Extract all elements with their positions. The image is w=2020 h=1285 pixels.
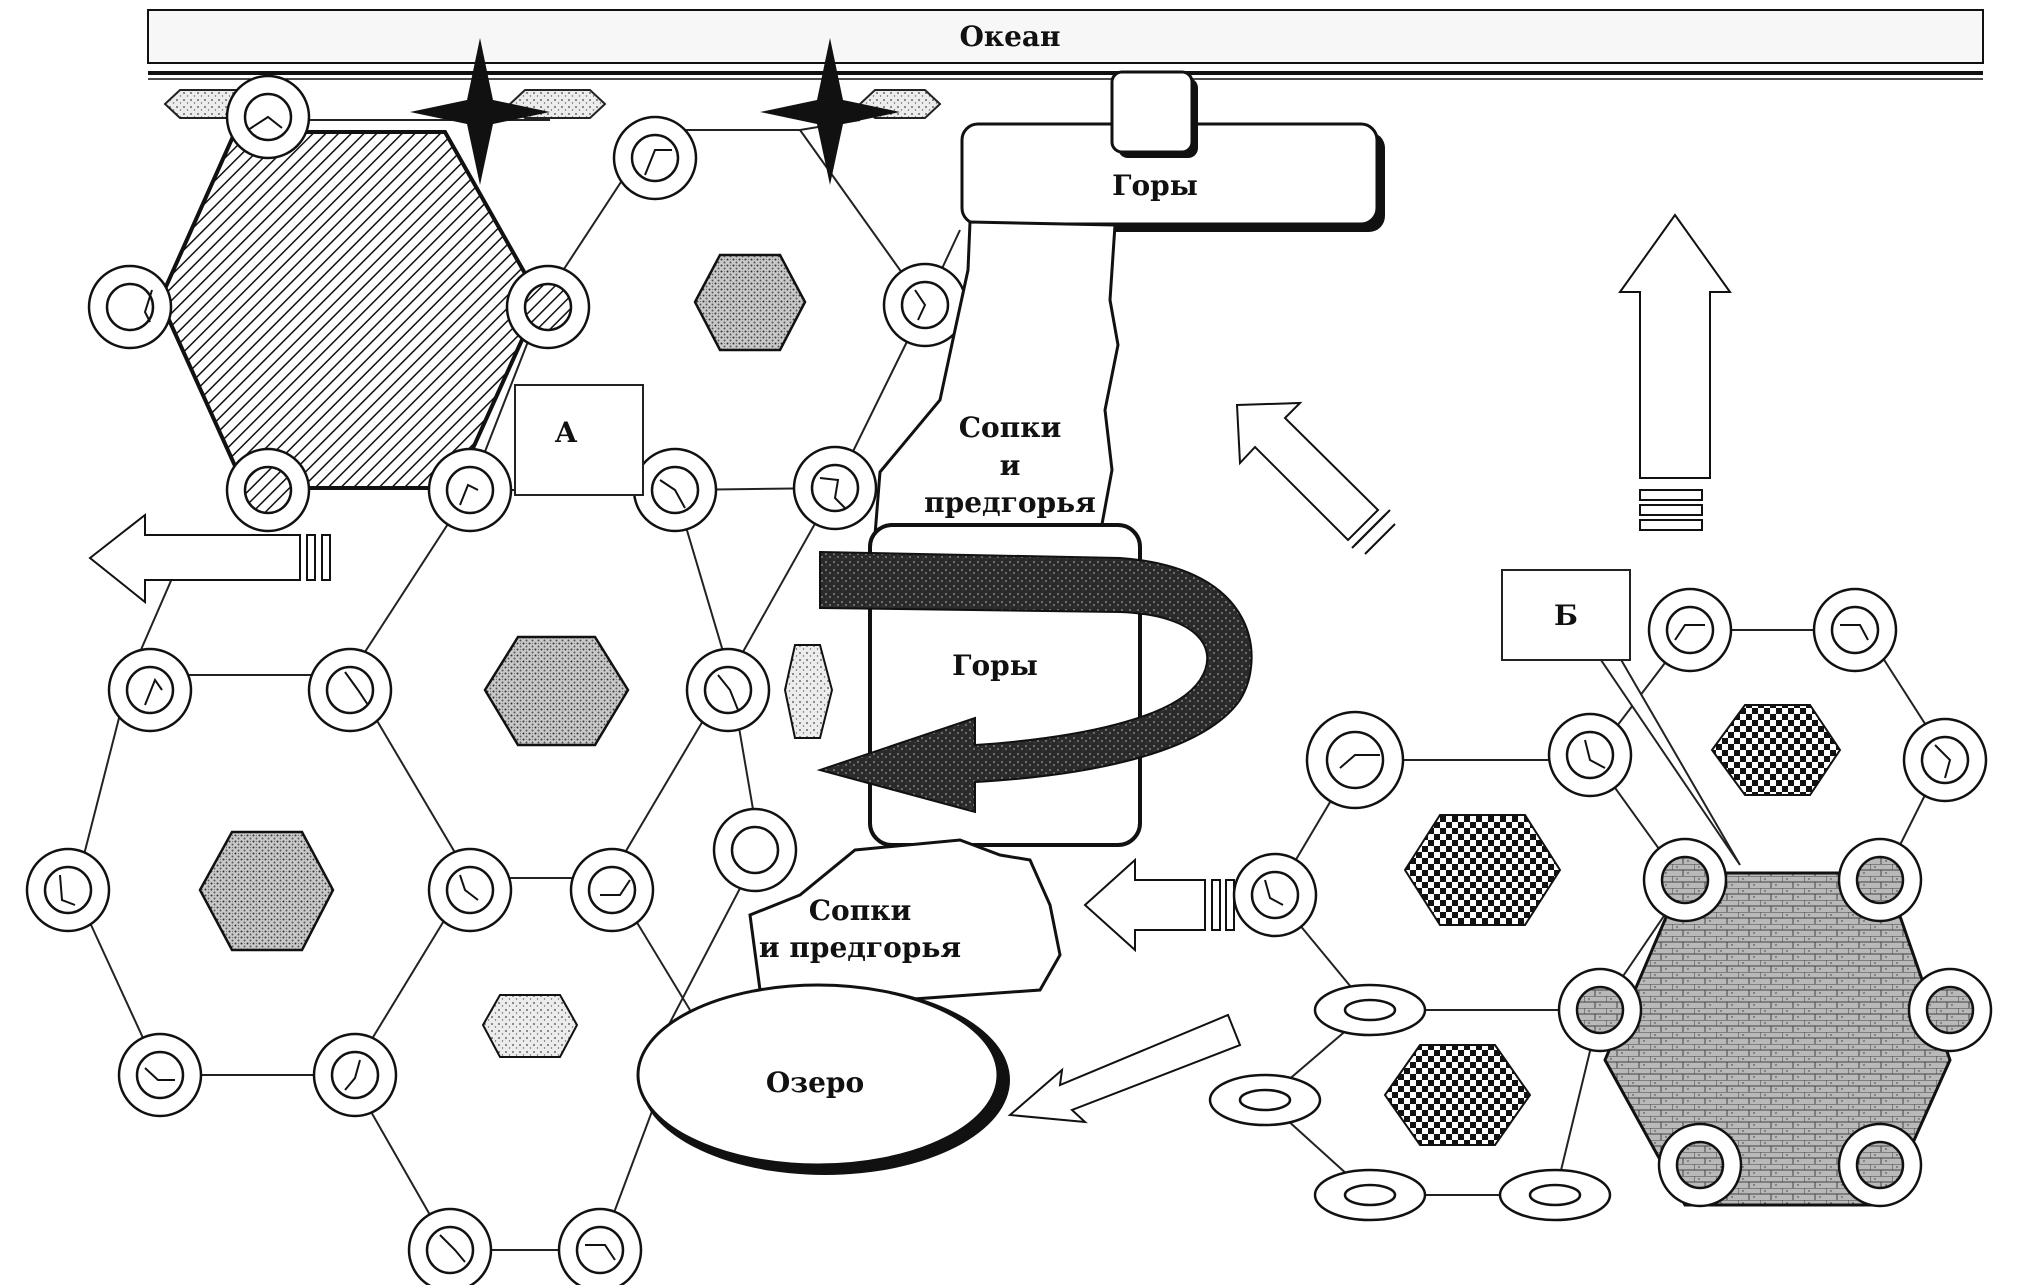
settlement-node — [225, 447, 311, 533]
settlement-node — [1232, 852, 1318, 938]
settlement-node — [1902, 717, 1988, 803]
ocean-label: Океан — [959, 20, 1060, 53]
settlement-node — [1647, 587, 1733, 673]
hills-lower-label-2: и предгорья — [759, 931, 961, 964]
settlement-node — [225, 74, 311, 160]
hills-upper-label-2: и — [1000, 449, 1021, 482]
ocean-banner: Океан — [147, 9, 1984, 80]
network-a-settlements — [25, 74, 968, 1285]
settlement-node — [612, 115, 698, 201]
lake: Озеро — [636, 983, 1010, 1175]
callout-a-label: А — [555, 416, 578, 449]
settlement-node — [1812, 587, 1898, 673]
settlement-node — [1547, 712, 1633, 798]
mountains-top-block: Горы — [960, 70, 1385, 232]
mountains-mid-label: Горы — [952, 649, 1038, 682]
settlement-node-small — [1313, 983, 1427, 1037]
hatched-region-hexagon — [157, 130, 543, 490]
settlement-node-small — [1313, 1168, 1427, 1222]
settlement-node — [685, 647, 771, 733]
settlement-node — [427, 447, 513, 533]
settlement-node — [792, 445, 878, 531]
settlement-node-small — [1498, 1168, 1612, 1222]
dotted-hex-vertical — [783, 644, 834, 739]
network-b-settlements — [1208, 587, 1993, 1222]
up-arrow — [1618, 213, 1732, 531]
dotted-hex-left — [198, 830, 335, 952]
settlement-node — [107, 647, 193, 733]
inflow-arrow-center — [1083, 857, 1235, 953]
dotted-hex-center-top — [693, 253, 807, 352]
settlement-node — [307, 647, 393, 733]
mountains-top-label: Горы — [1112, 169, 1198, 202]
hills-upper-label-3: предгорья — [924, 486, 1096, 519]
dotted-hex-center — [483, 635, 630, 747]
settlement-node — [557, 1207, 643, 1285]
settlement-node — [1907, 967, 1993, 1053]
lake-label: Озеро — [766, 1066, 864, 1099]
settlement-node — [312, 1032, 398, 1118]
settlement-node — [117, 1032, 203, 1118]
callout-a: А — [514, 384, 644, 496]
settlement-node — [632, 447, 718, 533]
hills-lower-label-1: Сопки — [809, 894, 911, 927]
callout-b-label: Б — [1554, 599, 1578, 632]
settlement-node — [1837, 1122, 1923, 1208]
checker-hex-bottom — [1383, 1044, 1532, 1146]
settlement-node — [505, 264, 591, 350]
inflow-arrow-lake — [1007, 1013, 1242, 1124]
callout-b: Б — [1501, 569, 1741, 866]
settlement-node — [569, 847, 655, 933]
settlement-node — [1557, 967, 1643, 1053]
star-marker-2 — [760, 38, 900, 185]
settlement-node — [882, 262, 968, 348]
settlement-node — [1657, 1122, 1743, 1208]
settlement-node — [1837, 837, 1923, 923]
settlement-node — [427, 847, 513, 933]
diagonal-arrow-up-left — [1235, 401, 1396, 555]
dotted-hex-small-bottom — [481, 994, 579, 1058]
hills-upper-label-1: Сопки — [959, 411, 1061, 444]
settlement-node — [1642, 837, 1728, 923]
settlement-node — [407, 1207, 493, 1285]
checker-hex-middle — [1403, 814, 1562, 926]
settlement-node-small — [1208, 1073, 1322, 1127]
curved-flow-arrow — [816, 550, 1253, 814]
settlement-node — [1305, 710, 1405, 810]
checker-hex-top — [1710, 704, 1842, 796]
settlement-node — [25, 847, 111, 933]
outflow-arrow-left — [88, 512, 331, 605]
star-marker-1 — [410, 38, 550, 185]
settlement-node — [712, 807, 798, 893]
settlement-node — [87, 264, 173, 350]
